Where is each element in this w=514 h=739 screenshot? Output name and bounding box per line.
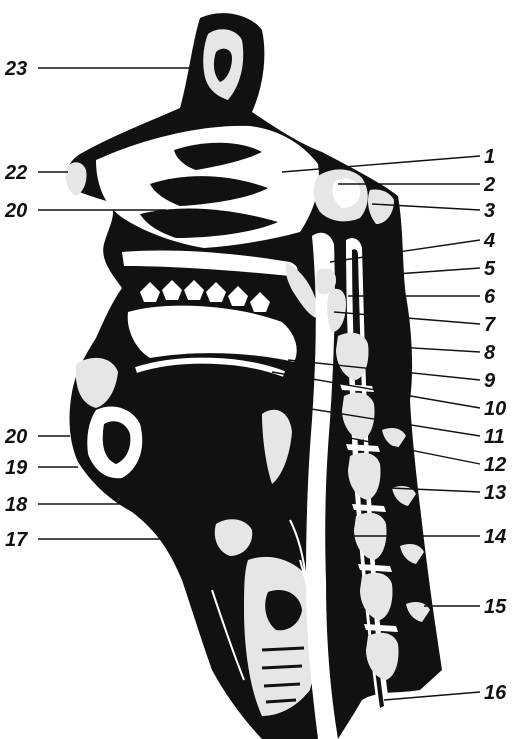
label-2: 2: [483, 174, 495, 196]
label-12: 12: [484, 454, 506, 476]
right-labels: 1 2 3 4 5 6 7 8 9 10 11 12 13 14 15 16: [483, 146, 507, 704]
label-8: 8: [484, 342, 496, 364]
label-1: 1: [484, 146, 495, 168]
label-20-lower: 20: [4, 426, 27, 448]
label-15: 15: [484, 596, 507, 618]
anatomy-illustration: [65, 13, 442, 739]
label-18: 18: [5, 494, 28, 516]
label-4: 4: [483, 230, 495, 252]
label-17: 17: [5, 529, 28, 551]
label-5: 5: [484, 258, 496, 280]
label-23: 23: [4, 58, 27, 80]
label-9: 9: [484, 370, 496, 392]
label-7: 7: [484, 314, 496, 336]
label-3: 3: [484, 200, 495, 222]
label-22: 22: [4, 162, 27, 184]
leader-16: [384, 692, 480, 700]
label-16: 16: [484, 682, 507, 704]
label-6: 6: [484, 286, 496, 308]
label-11: 11: [484, 426, 505, 448]
leader-5: [396, 268, 480, 274]
label-20-upper: 20: [4, 200, 27, 222]
label-19: 19: [5, 457, 28, 479]
left-labels: 23 22 20 20 19 18 17: [4, 58, 28, 551]
label-13: 13: [484, 482, 506, 504]
label-14: 14: [484, 526, 506, 548]
label-10: 10: [484, 398, 506, 420]
